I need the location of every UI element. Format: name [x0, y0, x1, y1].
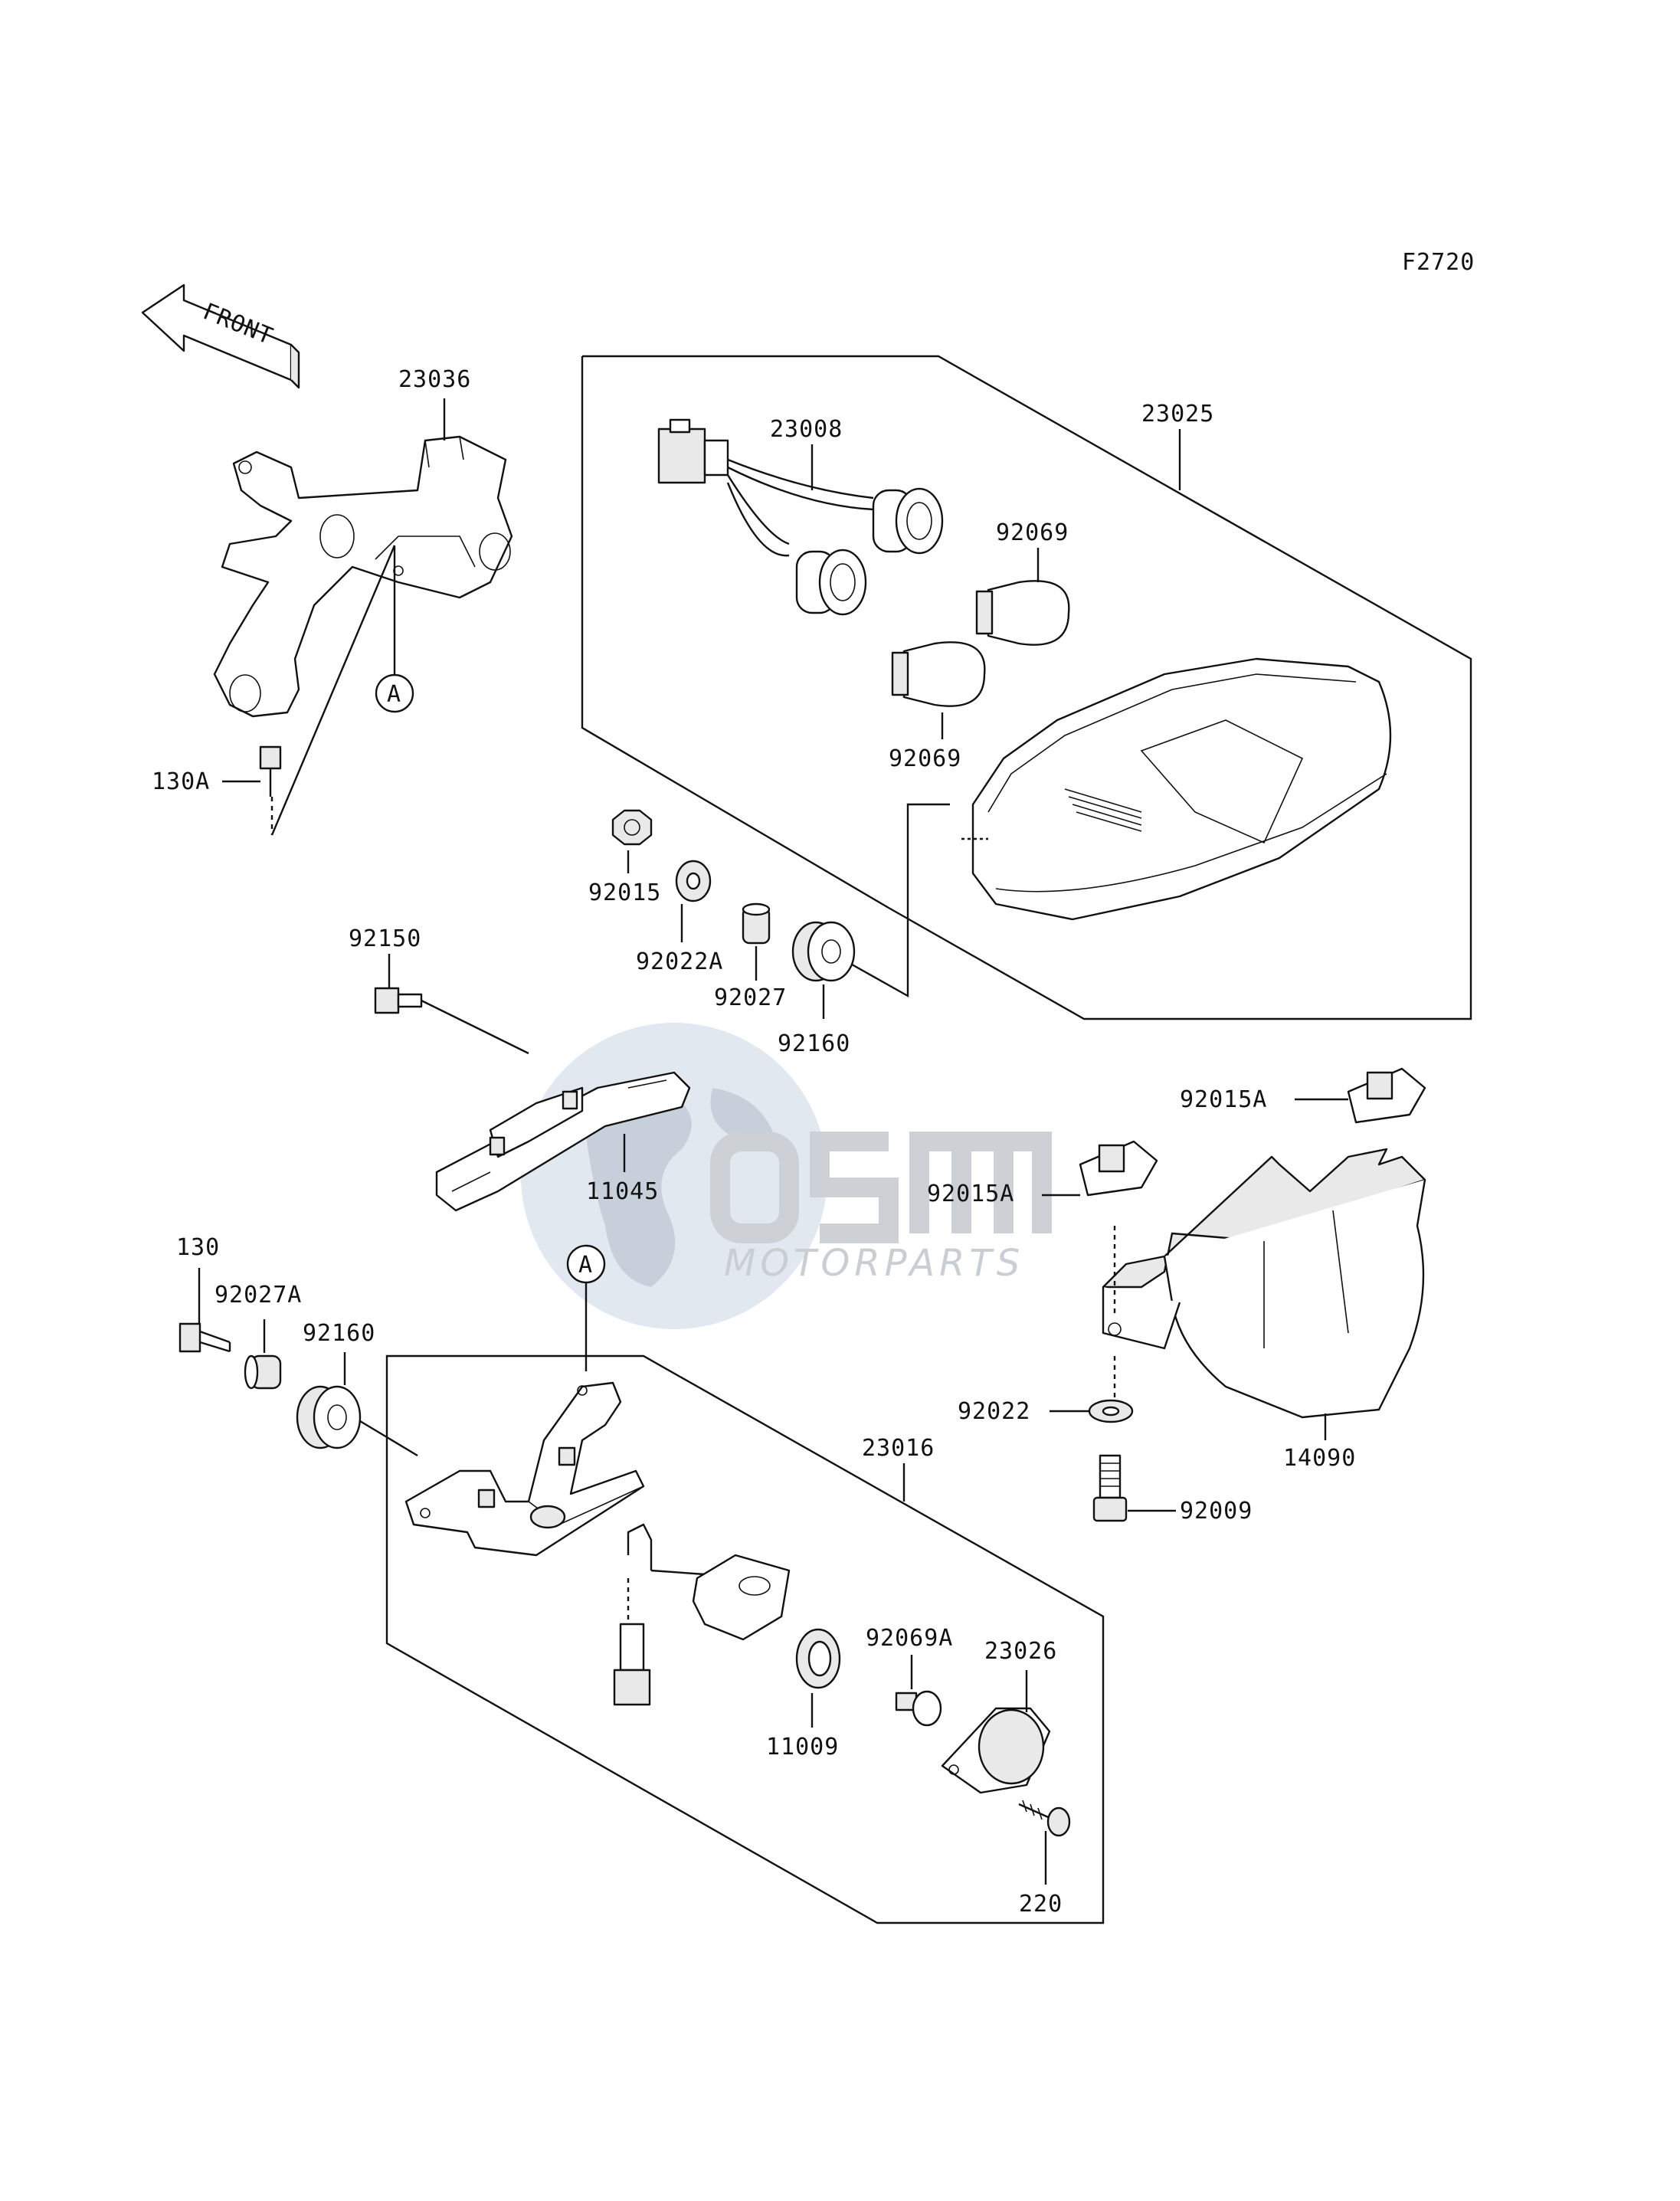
- washer-92022a: [675, 860, 712, 902]
- callout-a-top-letter: A: [387, 681, 401, 708]
- watermark-continent-icon: [582, 1086, 692, 1287]
- part-label-92069-top: 92069: [996, 519, 1069, 546]
- grommet-92160-bottom: [296, 1385, 418, 1457]
- callout-a-top: [375, 673, 414, 713]
- washer-92022: [1088, 1399, 1134, 1423]
- bolt-92150: [374, 987, 529, 1055]
- tail-light-lens: [961, 657, 1392, 921]
- watermark-letter-m: [909, 1132, 1052, 1233]
- part-label-92015: 92015: [588, 879, 661, 906]
- part-label-23008: 23008: [770, 416, 843, 443]
- watermark-continent-icon: [710, 1088, 774, 1141]
- frame-23025-left: [581, 356, 889, 909]
- screw-92009: [1092, 1454, 1128, 1522]
- leader-a-to-bolt: [270, 545, 396, 836]
- part-label-92009: 92009: [1180, 1498, 1253, 1525]
- lens-23026: [941, 1707, 1051, 1794]
- grommet-92160-top: [791, 921, 856, 982]
- part-label-220: 220: [1019, 1891, 1063, 1918]
- frame-23016: [385, 1354, 1105, 1924]
- watermark: MOTORPARTS: [521, 1023, 1052, 1329]
- figure-code: F2720: [1402, 249, 1475, 276]
- collar-92027: [742, 902, 771, 945]
- part-label-92150: 92150: [349, 925, 421, 952]
- harness-23008: [657, 418, 944, 616]
- watermark-letter-s: [810, 1132, 899, 1243]
- housing-14090: [1102, 1148, 1426, 1419]
- part-label-14090: 14090: [1283, 1445, 1356, 1472]
- part-label-92069a: 92069A: [866, 1625, 953, 1652]
- part-label-130: 130: [176, 1234, 220, 1261]
- license-socket: [613, 1523, 791, 1706]
- part-label-92160-top: 92160: [778, 1030, 850, 1057]
- bracket-11045: [435, 1071, 691, 1212]
- bracket-23036: [213, 435, 513, 718]
- part-label-11045: 11045: [586, 1178, 659, 1205]
- bulb-92069-bottom: [891, 641, 986, 707]
- part-label-23036: 23036: [398, 366, 471, 393]
- part-label-92160-bottom: 92160: [303, 1320, 375, 1347]
- leader-lens-stud: [846, 803, 950, 998]
- part-label-23025: 23025: [1141, 401, 1214, 427]
- clip-92015a-mid: [1079, 1140, 1158, 1197]
- gasket-11009: [795, 1628, 841, 1689]
- callout-a-bottom-letter: A: [578, 1252, 593, 1279]
- bulb-92069a: [895, 1690, 942, 1727]
- watermark-letter-o: [710, 1132, 799, 1243]
- bulb-92069-top: [975, 580, 1070, 646]
- part-label-92015a-mid: 92015A: [927, 1181, 1014, 1207]
- watermark-subtitle: MOTORPARTS: [724, 1242, 1024, 1285]
- part-label-92027: 92027: [714, 984, 787, 1011]
- frame-23025: [582, 355, 1472, 1020]
- collar-92027a: [244, 1354, 282, 1390]
- front-arrow-icon: FRONT: [141, 283, 300, 389]
- screw-220: [1018, 1800, 1071, 1837]
- bolt-130a: [259, 745, 282, 835]
- part-label-92069-bottom: 92069: [889, 745, 961, 772]
- nut-92015: [611, 809, 653, 846]
- license-bracket: [404, 1381, 645, 1557]
- part-label-92015a-top: 92015A: [1180, 1086, 1267, 1113]
- bolt-130: [178, 1322, 231, 1353]
- part-label-11009: 11009: [766, 1734, 839, 1760]
- part-label-130a: 130A: [152, 768, 210, 795]
- part-label-92022: 92022: [958, 1398, 1030, 1425]
- part-label-92022a: 92022A: [636, 948, 723, 975]
- part-label-23026: 23026: [984, 1638, 1057, 1665]
- part-label-23016: 23016: [862, 1435, 935, 1462]
- part-label-92027a: 92027A: [215, 1282, 302, 1308]
- clip-92015a-top: [1347, 1067, 1426, 1124]
